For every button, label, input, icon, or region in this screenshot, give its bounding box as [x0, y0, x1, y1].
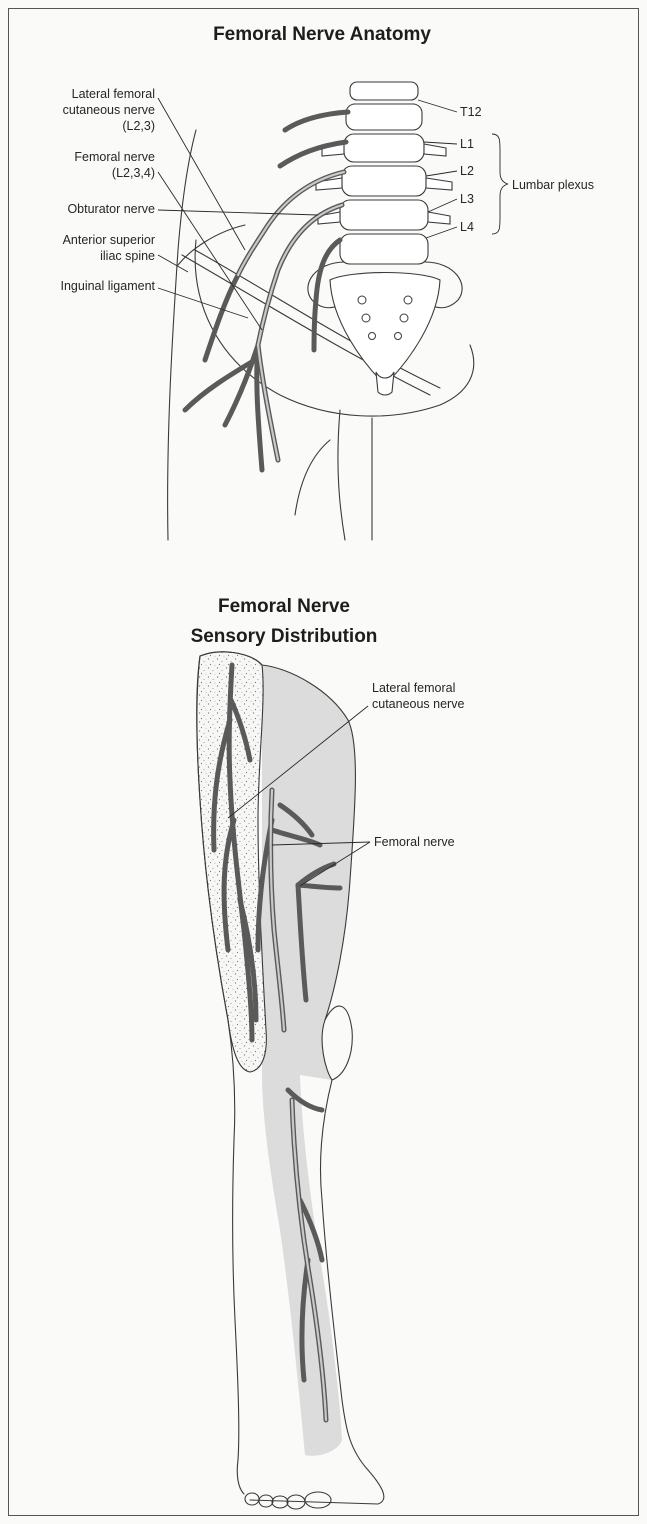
label-lat-fem-1: Lateral femoral: [72, 87, 155, 101]
sensory-title-line2: Sensory Distribution: [191, 626, 378, 647]
lumbar-plexus-bracket: [492, 134, 508, 234]
anatomy-left-labels: Lateral femoral cutaneous nerve (L2,3) F…: [60, 87, 155, 293]
label-femoral-2: (L2,3,4): [112, 166, 155, 180]
label-l4: L4: [460, 220, 474, 234]
label-l2: L2: [460, 164, 474, 178]
label-sens-lat-fem-2: cutaneous nerve: [372, 697, 464, 711]
label-femoral-1: Femoral nerve: [74, 150, 155, 164]
sensory-title-line1: Femoral Nerve: [218, 596, 350, 617]
lumbar-plexus-nerves: [185, 112, 348, 470]
label-sens-femoral: Femoral nerve: [374, 835, 455, 849]
label-l1: L1: [460, 137, 474, 151]
label-asis-2: iliac spine: [100, 249, 155, 263]
femoral-sensory-region: [262, 665, 355, 1456]
anatomy-title: Femoral Nerve Anatomy: [213, 24, 431, 45]
sacrum: [330, 273, 440, 396]
label-lat-fem-2: cutaneous nerve: [63, 103, 155, 117]
label-lumbar-plexus: Lumbar plexus: [512, 178, 594, 192]
label-obturator: Obturator nerve: [67, 202, 155, 216]
label-asis-1: Anterior superior: [63, 233, 155, 247]
label-t12: T12: [460, 105, 482, 119]
label-inguinal: Inguinal ligament: [60, 279, 155, 293]
label-lat-fem-3: (L2,3): [122, 119, 155, 133]
anatomy-left-leaders: [158, 98, 318, 330]
label-l3: L3: [460, 192, 474, 206]
label-sens-lat-fem-1: Lateral femoral: [372, 681, 455, 695]
